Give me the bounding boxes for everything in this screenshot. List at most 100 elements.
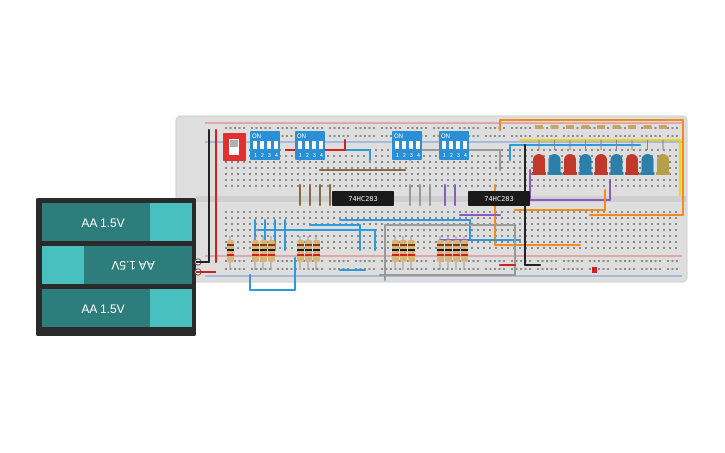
breadboard-hole xyxy=(621,235,623,237)
rail-hole xyxy=(368,260,371,262)
resistor[interactable] xyxy=(461,236,468,270)
breadboard-hole xyxy=(417,235,419,237)
breadboard-hole xyxy=(297,235,299,237)
dip-toggle[interactable] xyxy=(253,141,257,149)
breadboard-hole xyxy=(585,247,587,249)
breadboard-hole xyxy=(237,229,239,231)
led-8[interactable] xyxy=(640,125,655,175)
resistor[interactable] xyxy=(252,236,259,270)
breadboard-hole xyxy=(327,211,329,213)
dip-toggle[interactable] xyxy=(260,141,264,149)
breadboard-hole xyxy=(627,211,629,213)
chip-1[interactable]: 74HC283 xyxy=(332,191,394,206)
breadboard-hole xyxy=(351,185,353,187)
breadboard-hole xyxy=(279,217,281,219)
breadboard-hole xyxy=(507,149,509,151)
rail-hole xyxy=(225,268,227,270)
rail-hole xyxy=(645,260,648,262)
breadboard-hole xyxy=(531,241,533,243)
dip-toggle[interactable] xyxy=(319,141,323,149)
breadboard-hole xyxy=(273,185,275,187)
breadboard-hole xyxy=(291,241,293,243)
rail-hole xyxy=(529,260,531,262)
dip-toggle[interactable] xyxy=(416,141,420,149)
led-2[interactable] xyxy=(547,125,562,175)
breadboard-hole xyxy=(411,211,413,213)
breadboard-hole xyxy=(429,155,431,157)
dip-toggle[interactable] xyxy=(463,141,467,149)
resistor[interactable] xyxy=(453,236,460,270)
rail-hole xyxy=(407,127,409,129)
dip-toggle[interactable] xyxy=(395,141,399,149)
rail-hole xyxy=(316,268,319,270)
led-9[interactable] xyxy=(656,125,670,175)
resistor[interactable] xyxy=(408,236,415,270)
breadboard-hole xyxy=(663,217,665,219)
breadboard-hole xyxy=(633,241,635,243)
dip-toggle[interactable] xyxy=(449,141,453,149)
dip-toggle[interactable] xyxy=(305,141,309,149)
dip-toggle[interactable] xyxy=(298,141,302,149)
breadboard-hole xyxy=(357,217,359,219)
led-6[interactable] xyxy=(609,125,624,175)
resistor[interactable] xyxy=(445,236,452,270)
breadboard-hole xyxy=(333,161,335,163)
slide-switch[interactable] xyxy=(223,133,246,161)
rail-hole xyxy=(229,127,232,129)
breadboard-hole xyxy=(483,217,485,219)
rail-hole xyxy=(641,135,643,137)
breadboard-hole xyxy=(315,185,317,187)
breadboard-hole xyxy=(495,247,497,249)
resistor[interactable] xyxy=(400,236,407,270)
breadboard-hole xyxy=(477,235,479,237)
breadboard-hole xyxy=(423,211,425,213)
resistor[interactable] xyxy=(313,236,320,270)
resistor[interactable] xyxy=(268,236,275,270)
dip-toggle[interactable] xyxy=(267,141,271,149)
resistor[interactable] xyxy=(305,236,312,270)
resistor[interactable] xyxy=(260,236,267,270)
resistor[interactable] xyxy=(392,236,399,270)
rail-hole xyxy=(581,135,583,137)
breadboard-hole xyxy=(339,211,341,213)
resistor[interactable] xyxy=(227,236,234,270)
battery-cell-1[interactable]: AA 1.5V xyxy=(42,203,192,241)
resistor[interactable] xyxy=(297,236,304,270)
breadboard-hole xyxy=(279,167,281,169)
breadboard-hole xyxy=(375,211,377,213)
breadboard-hole xyxy=(453,211,455,213)
led-7[interactable] xyxy=(625,125,639,175)
led-4[interactable] xyxy=(578,125,593,175)
wires xyxy=(208,119,684,291)
breadboard-hole xyxy=(477,217,479,219)
rail-hole xyxy=(451,127,453,129)
breadboard-hole xyxy=(639,217,641,219)
battery-pack[interactable]: AA 1.5V AA 1.5V AA 1.5V xyxy=(36,198,216,336)
led-1[interactable] xyxy=(532,125,546,175)
breadboard-hole xyxy=(405,179,407,181)
rail-hole xyxy=(520,260,522,262)
dip-toggle[interactable] xyxy=(456,141,460,149)
resistor[interactable] xyxy=(437,236,444,270)
rail-hole xyxy=(390,127,392,129)
rail-hole xyxy=(511,260,513,262)
battery-cell-3[interactable]: AA 1.5V xyxy=(42,289,192,327)
dip-toggle[interactable] xyxy=(442,141,446,149)
dip-toggle[interactable] xyxy=(274,141,278,149)
dip-toggle[interactable] xyxy=(409,141,413,149)
battery-cell-2[interactable]: AA 1.5V xyxy=(42,246,192,284)
led-5[interactable] xyxy=(594,125,608,175)
dip-toggle[interactable] xyxy=(312,141,316,149)
led-3[interactable] xyxy=(563,125,577,175)
chip-2[interactable]: 74HC283 xyxy=(468,191,530,206)
breadboard-hole xyxy=(243,229,245,231)
dip-toggle[interactable] xyxy=(402,141,406,149)
breadboard-hole xyxy=(639,211,641,213)
breadboard-hole xyxy=(609,223,611,225)
rail-hole xyxy=(503,260,505,262)
